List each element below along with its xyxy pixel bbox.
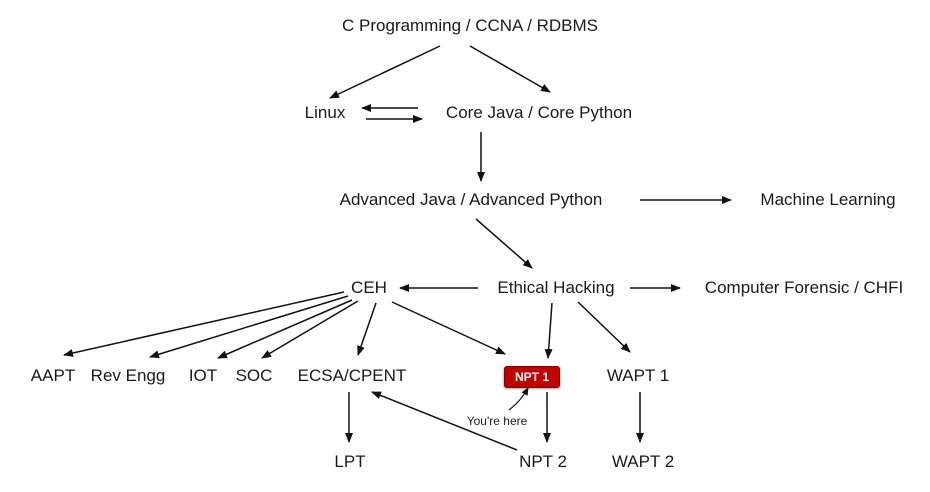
- node-lpt: LPT: [334, 452, 366, 471]
- node-wapt2: WAPT 2: [611, 452, 675, 471]
- node-linux: Linux: [304, 103, 346, 122]
- edge-advanced-to-ethical: [475, 218, 533, 269]
- node-aapt: AAPT: [30, 366, 76, 385]
- node-iot: IOT: [188, 366, 218, 385]
- edge-ceh-to-aapt: [63, 291, 345, 357]
- node-ceh: CEH: [351, 278, 387, 297]
- edge-ceh-to-reveng: [149, 295, 349, 359]
- node-ml: Machine Learning: [760, 190, 896, 209]
- you-are-here-pointer: [508, 387, 529, 411]
- node-forensic: Computer Forensic / CHFI: [704, 278, 904, 297]
- edge-ceh-to-npt1: [391, 301, 506, 355]
- node-wapt1: WAPT 1: [606, 366, 670, 385]
- edge-top-to-core: [469, 45, 551, 93]
- edge-ethical-to-wapt1: [577, 301, 631, 353]
- node-npt2: NPT 2: [519, 452, 567, 471]
- node-top: C Programming / CCNA / RDBMS: [342, 16, 598, 35]
- node-advanced: Advanced Java / Advanced Python: [339, 190, 603, 209]
- you-are-here-label: You're here: [466, 414, 528, 428]
- node-npt1-badge: NPT 1: [503, 366, 561, 388]
- node-ethical: Ethical Hacking: [497, 278, 615, 297]
- node-reveng: Rev Engg: [90, 366, 166, 385]
- edge-top-to-linux: [329, 45, 441, 99]
- edge-ceh-to-ecsa: [357, 302, 377, 356]
- edge-npt2-to-ecsa: [371, 391, 518, 451]
- node-ecsa: ECSA/CPENT: [297, 366, 407, 385]
- node-soc: SOC: [235, 366, 273, 385]
- edge-ceh-to-soc: [261, 300, 359, 359]
- edge-ethical-to-npt1: [544, 302, 553, 359]
- edge-ceh-to-iot: [217, 299, 353, 359]
- node-core: Core Java / Core Python: [445, 103, 633, 122]
